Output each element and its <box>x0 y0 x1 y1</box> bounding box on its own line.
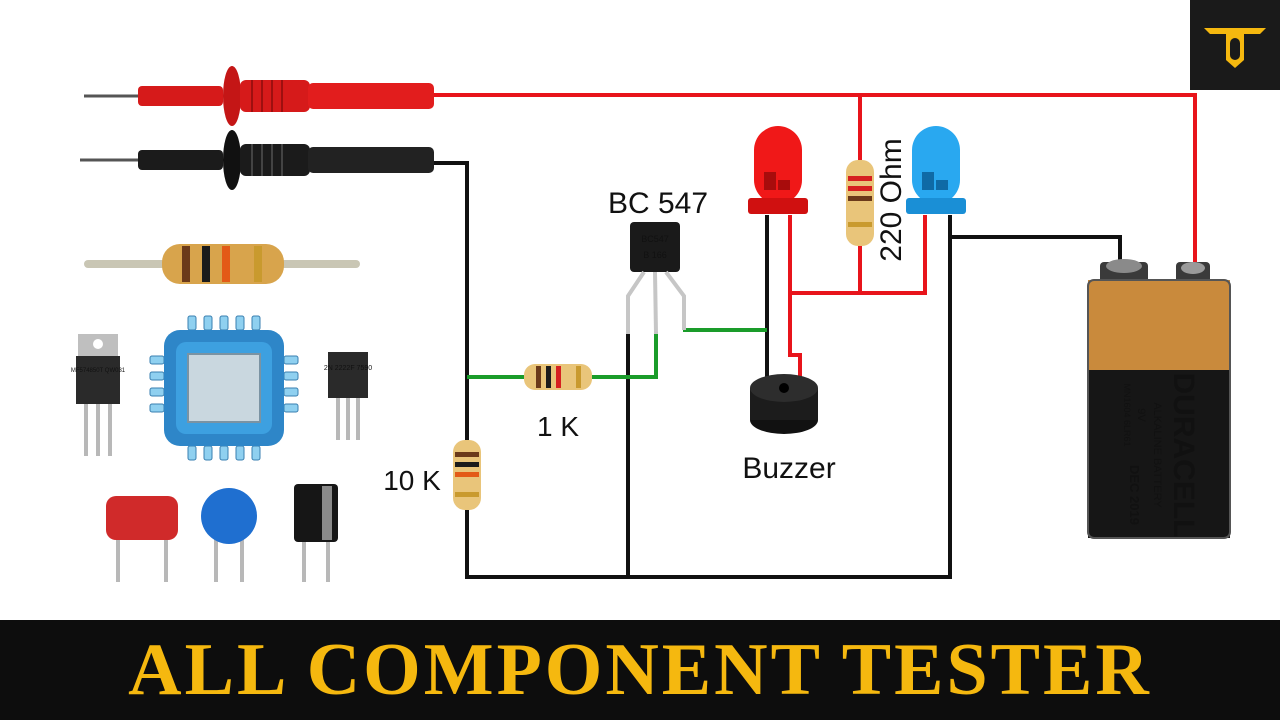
buzzer <box>750 374 818 434</box>
red-wires <box>430 93 1197 378</box>
logo-t-icon <box>1204 28 1266 68</box>
resistor-220-ohm <box>846 160 874 246</box>
film-capacitor-illustration <box>106 496 178 582</box>
resistor-1k <box>524 364 592 390</box>
battery-voltage: 9V <box>1135 408 1147 422</box>
label-10k: 10 K <box>383 465 441 496</box>
title-banner: ALL COMPONENT TESTER <box>0 620 1280 720</box>
electrolytic-capacitor-illustration <box>294 484 338 582</box>
red-test-probe <box>84 66 434 126</box>
transistor-2n-marking: 2N 2222F 7590 <box>324 365 372 372</box>
circuit-diagram: MF574850T QW031 2N 2222F 7590 <box>71 66 1231 582</box>
transistor-marking-1: BC547 <box>641 234 669 244</box>
red-led <box>748 126 808 214</box>
ceramic-capacitor-illustration <box>201 488 257 582</box>
black-wires <box>430 161 1122 579</box>
ic-chip-illustration <box>149 315 299 461</box>
resistor-10k <box>453 440 481 510</box>
label-transistor: BC 547 <box>608 187 708 220</box>
transistor-marking-2: B 166 <box>643 250 667 260</box>
battery-expiry: DEC 2019 <box>1127 465 1142 525</box>
battery-line1: ALKALINE BATTERY <box>1151 402 1163 508</box>
bc547-transistor: BC547 B 166 <box>626 222 686 335</box>
battery-model: MN1604 6LR61 <box>1122 383 1132 446</box>
resistor-illustration <box>84 244 360 284</box>
channel-logo <box>1190 0 1280 90</box>
label-220-ohm: 220 Ohm <box>875 138 908 261</box>
label-buzzer: Buzzer <box>742 452 835 485</box>
battery-brand: DURACELL <box>1167 373 1200 538</box>
banner-title: ALL COMPONENT TESTER <box>128 628 1152 711</box>
green-wires <box>467 328 767 379</box>
9v-battery: DURACELL ALKALINE BATTERY 9V MN1604 6LR6… <box>1087 259 1231 539</box>
regulator-marking: MF574850T QW031 <box>71 368 126 374</box>
label-1k: 1 K <box>537 411 579 442</box>
blue-led <box>906 126 966 214</box>
black-test-probe <box>80 130 434 190</box>
2n2222-transistor-illustration: 2N 2222F 7590 <box>324 352 372 440</box>
voltage-regulator-illustration: MF574850T QW031 <box>71 334 126 456</box>
